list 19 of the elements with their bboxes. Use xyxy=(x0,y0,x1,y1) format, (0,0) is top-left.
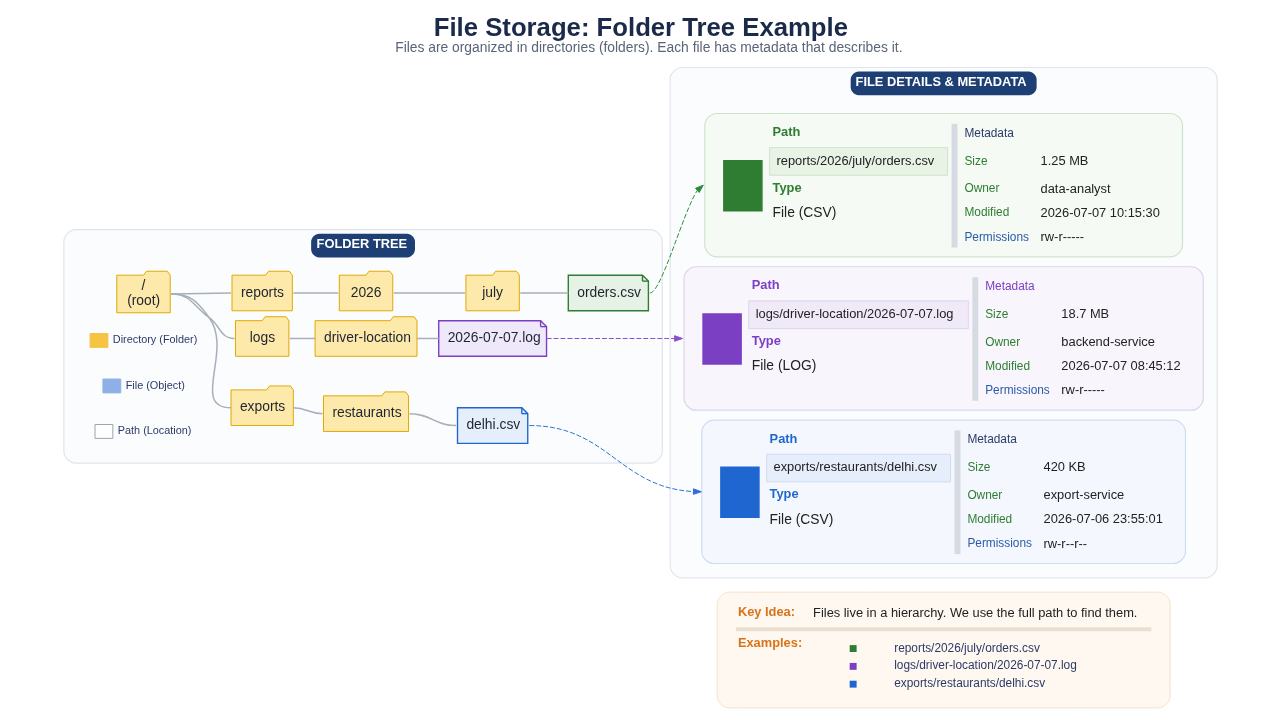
legend-label: Path (Location) xyxy=(117,424,191,437)
arrow xyxy=(648,184,704,294)
node-box: Path Metadata exports/restaurants/delhi.csv Size 420 KB Type Owner export-service File (CSV) Modified 2026-07-06 23:55:01 Permissions rw-r--r-- xyxy=(700,419,1186,565)
arrow xyxy=(528,425,702,495)
node-box: Path Metadata logs/driver-location/2026-07-07.log Size 18.7 MB Type Owner backend-service File (LOG) Modified 2026-07-07 08:45:12 Permissions rw-r----- xyxy=(682,266,1204,411)
legend-label: Directory (Folder) xyxy=(112,333,197,346)
node-box: Key Idea: Files live in a hierarchy. We use the full path to find them. Examples: reports/2026/july/orders.csv logs/driver-location/2026-07-07.log exports/restaurants/delhi.csv xyxy=(716,591,1171,709)
connector xyxy=(292,407,323,415)
connector xyxy=(292,292,339,294)
connector xyxy=(392,292,466,294)
diagram-title: File Storage: Folder Tree Example xyxy=(433,12,848,41)
connector xyxy=(408,412,457,427)
connector xyxy=(519,292,569,294)
connector xyxy=(415,337,439,340)
arrow xyxy=(545,335,683,342)
legend-label: File (Object) xyxy=(125,378,185,391)
connector xyxy=(169,293,232,409)
node-box: Path Metadata reports/2026/july/orders.csv Size 1.25 MB Type Owner data-analyst File (CSV) Modified 2026-07-07 10:15:30 Permissions rw-r----- xyxy=(703,112,1183,258)
connector xyxy=(288,337,316,340)
